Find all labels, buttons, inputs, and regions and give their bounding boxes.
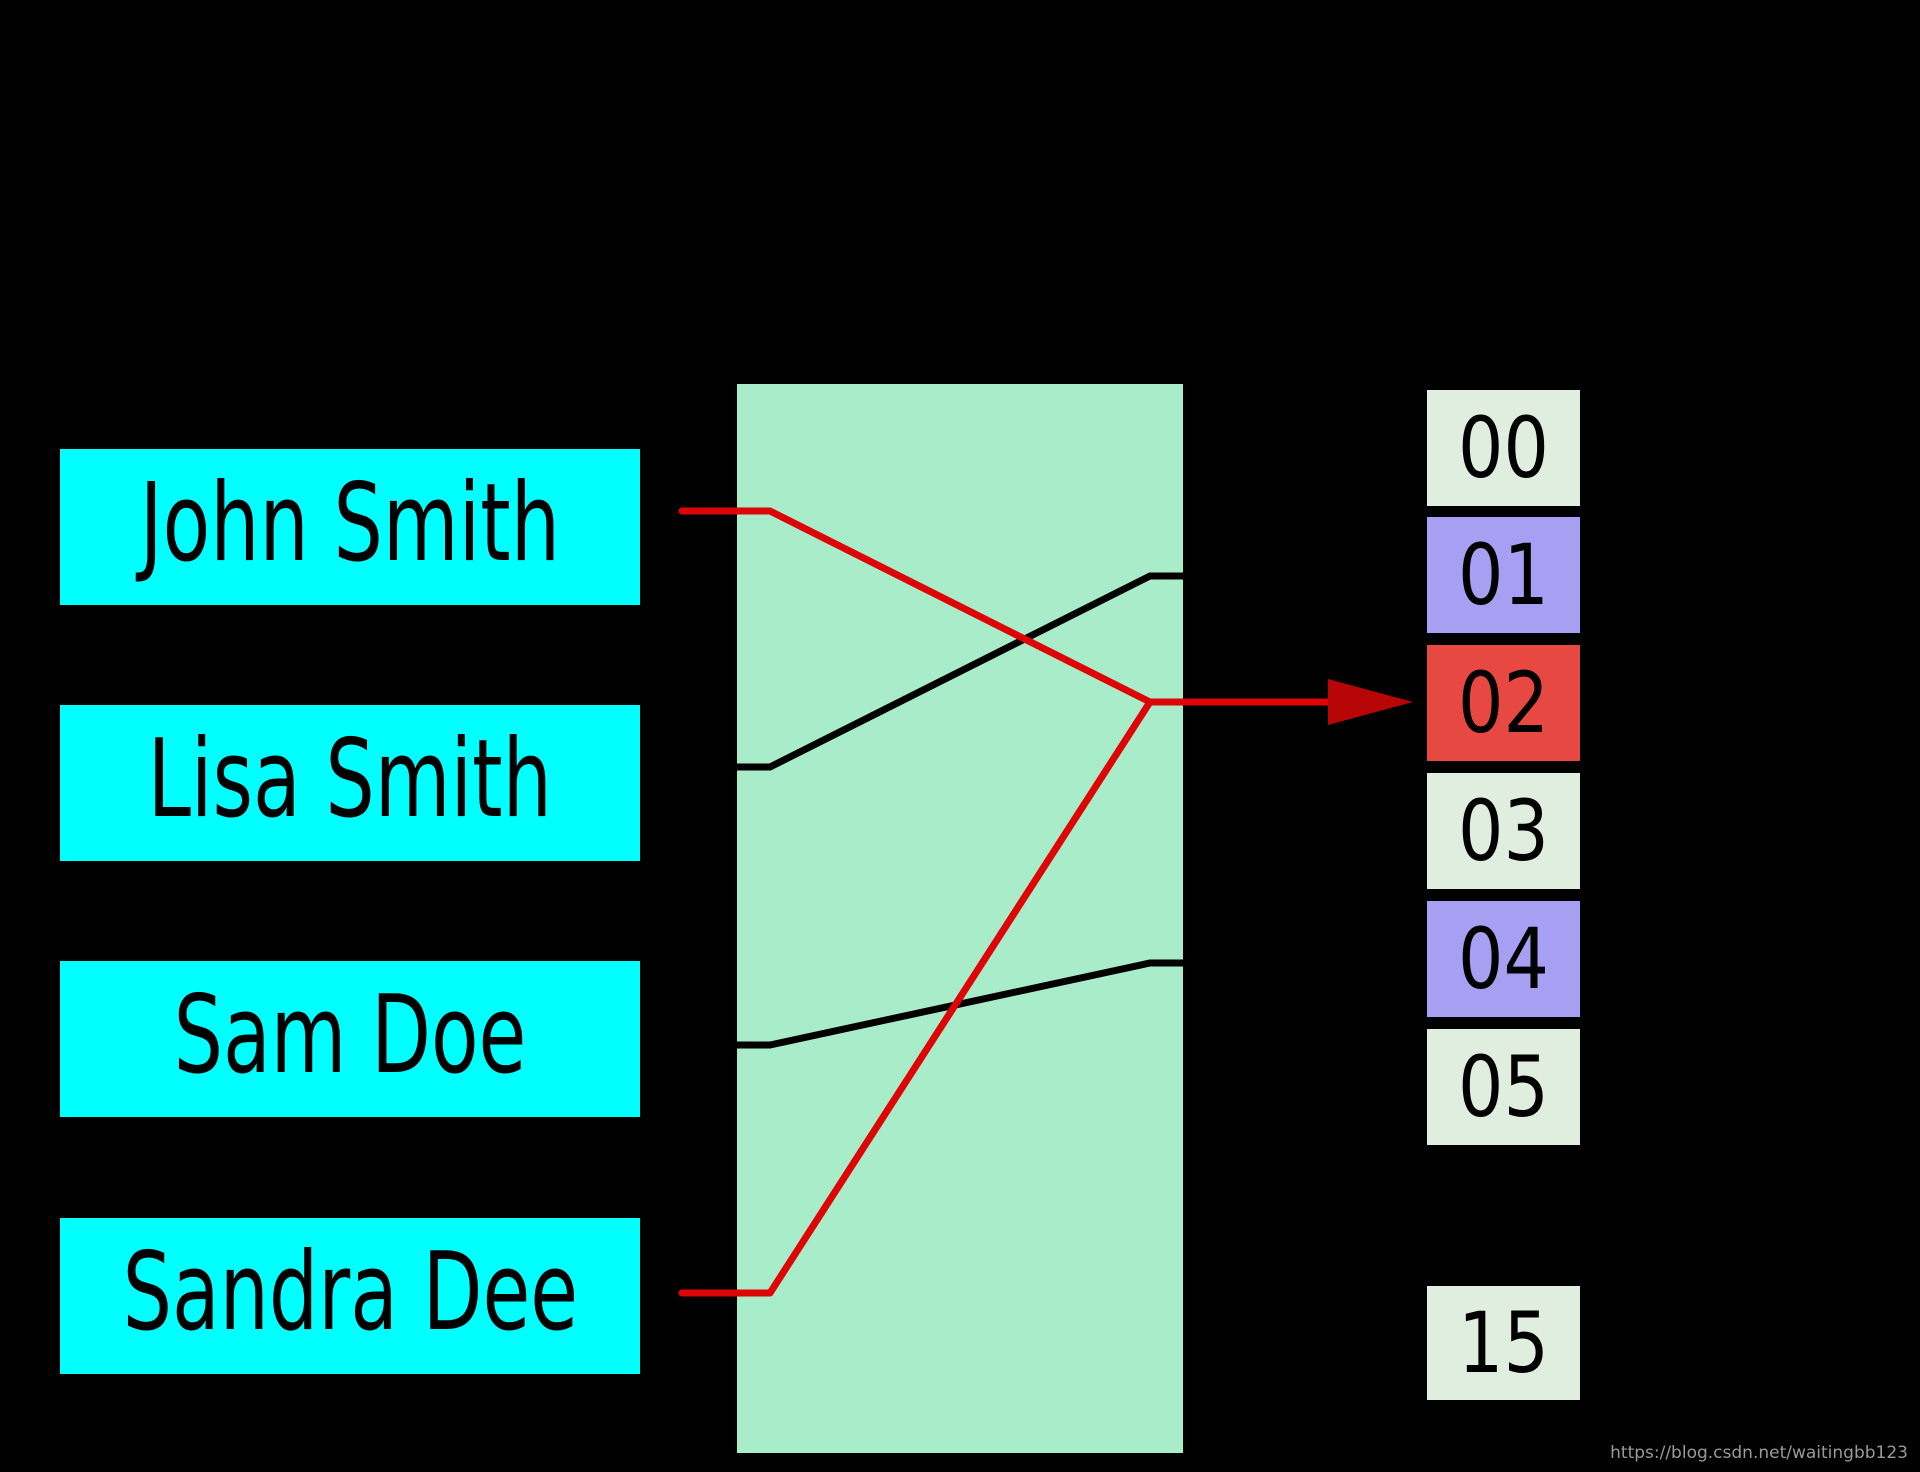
bucket-label: 05 bbox=[1458, 1038, 1549, 1136]
bucket-00: 00 bbox=[1427, 390, 1580, 506]
bucket-label: 15 bbox=[1458, 1294, 1549, 1392]
bucket-03: 03 bbox=[1427, 773, 1580, 889]
key-box-lisa-smith: Lisa Smith bbox=[60, 705, 640, 861]
bucket-label: 04 bbox=[1458, 910, 1549, 1008]
lisa-smith-to-bucket-01-line bbox=[737, 572, 1183, 771]
bucket-15: 15 bbox=[1427, 1286, 1580, 1400]
key-box-sandra-dee: Sandra Dee bbox=[60, 1218, 640, 1374]
key-label: Sam Doe bbox=[173, 973, 527, 1098]
sandra-dee-to-bucket-02-line bbox=[678, 698, 1154, 1297]
key-label: Lisa Smith bbox=[147, 717, 553, 842]
hash-function-box bbox=[737, 384, 1183, 1453]
bucket-01: 01 bbox=[1427, 517, 1580, 633]
key-box-john-smith: John Smith bbox=[60, 449, 640, 605]
sam-doe-to-bucket-04-line bbox=[737, 959, 1183, 1049]
key-box-sam-doe: Sam Doe bbox=[60, 961, 640, 1117]
bucket-02: 02 bbox=[1427, 645, 1580, 761]
bucket-04: 04 bbox=[1427, 901, 1580, 1017]
key-label: Sandra Dee bbox=[122, 1230, 578, 1355]
john-smith-to-bucket-02-line bbox=[678, 507, 1154, 706]
key-label: John Smith bbox=[139, 461, 561, 586]
bucket-label: 01 bbox=[1458, 526, 1549, 624]
bucket-label: 03 bbox=[1458, 782, 1549, 880]
bucket-label: 00 bbox=[1458, 399, 1549, 497]
bucket-05: 05 bbox=[1427, 1029, 1580, 1145]
watermark-url: https://blog.csdn.net/waitingbb123 bbox=[1610, 1443, 1908, 1463]
bucket-label: 02 bbox=[1458, 654, 1549, 752]
collision-arrowhead-icon bbox=[1328, 679, 1413, 725]
